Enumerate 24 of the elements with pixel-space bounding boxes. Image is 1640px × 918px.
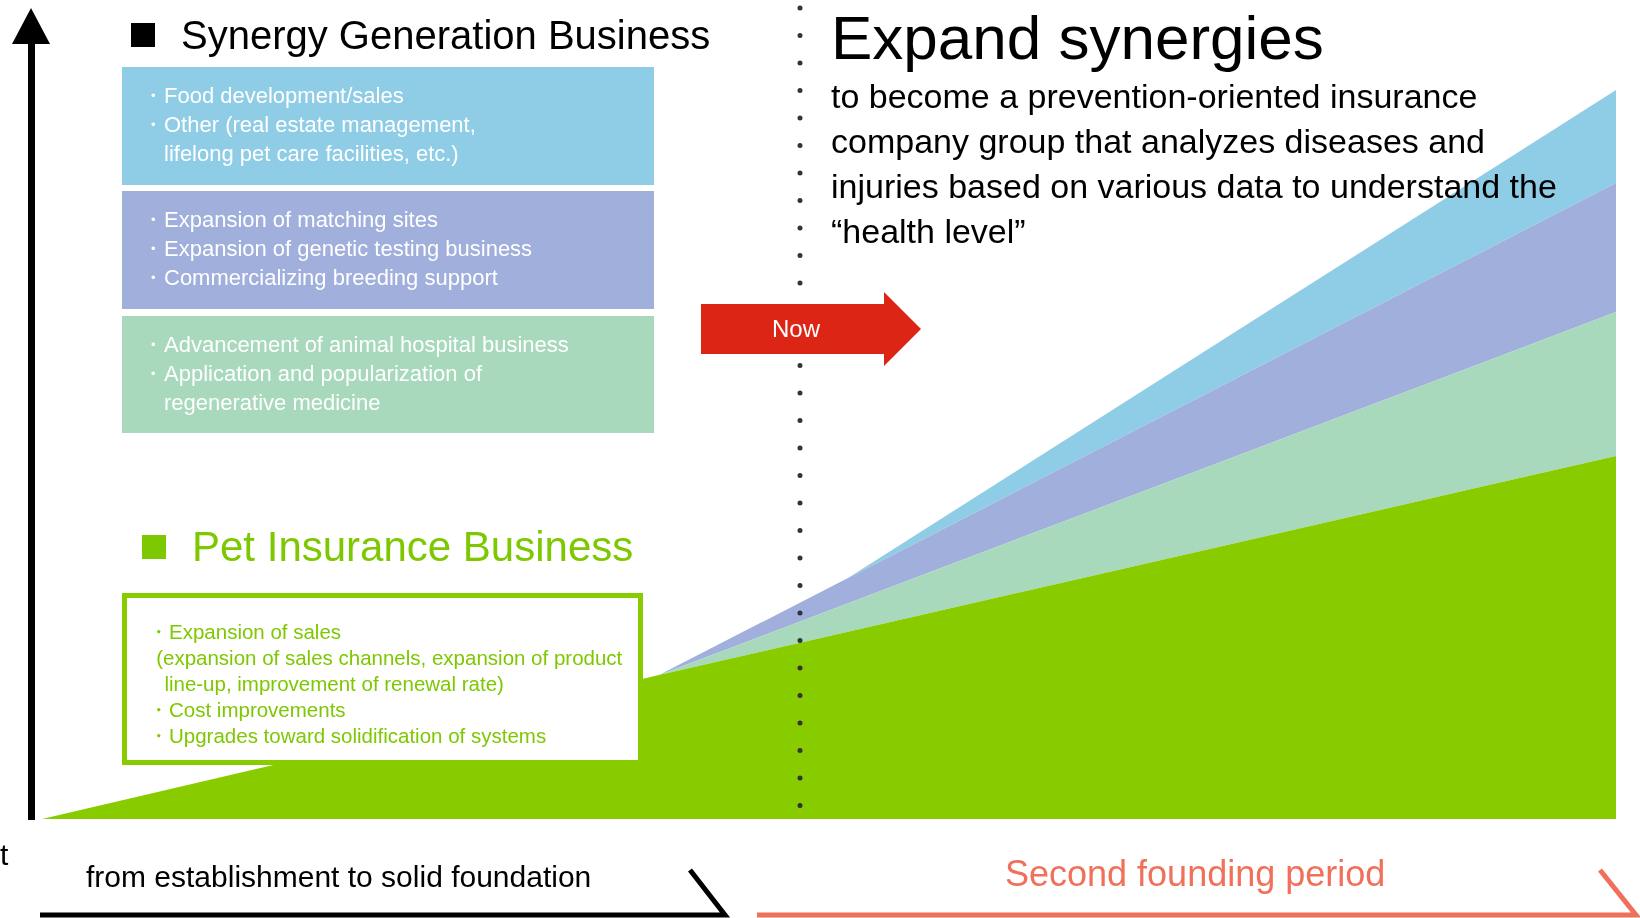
bullet-text: ・Expansion of matching sites	[142, 206, 439, 234]
bullet-text: ・Upgrades toward solidification of systems	[148, 723, 548, 749]
period-label: Second founding period	[1005, 853, 1386, 895]
bullet-text: ・Food development/sales	[142, 82, 405, 110]
bullet-text: ・Expansion of sales	[148, 619, 343, 645]
bullet-text: ・Expansion of genetic testing business	[142, 235, 534, 263]
bullet-text: ・Commercializing breeding support	[142, 264, 499, 292]
section-heading: Pet Insurance Business	[192, 522, 634, 570]
period-label: from establishment to solid foundation	[86, 860, 592, 894]
business-box	[122, 593, 643, 765]
bullet-text: ・Advancement of animal hospital business	[142, 331, 570, 359]
arrow-label: Now	[771, 314, 821, 344]
bullet-text: ・Other (real estate management, lifelong pet care facilities, etc.)	[142, 111, 477, 168]
bullet-text: (expansion of sales channels, expansion of product line-up, improvement of renewal rate)	[156, 645, 624, 697]
now-arrow	[701, 292, 921, 366]
business-box	[122, 316, 654, 433]
text-fragment: t	[0, 838, 9, 872]
business-box	[122, 191, 654, 309]
description-text: to become a prevention-oriented insurance company group that analyzes diseases and injuries based on various data to understand the “health level”	[831, 76, 1558, 252]
business-box	[122, 67, 654, 185]
headline: Expand synergies	[831, 2, 1324, 73]
bullet-text: ・Application and popularization of regenerative medicine	[142, 360, 483, 417]
section-heading: Synergy Generation Business	[181, 12, 711, 57]
bullet-text: ・Cost improvements	[148, 697, 347, 723]
